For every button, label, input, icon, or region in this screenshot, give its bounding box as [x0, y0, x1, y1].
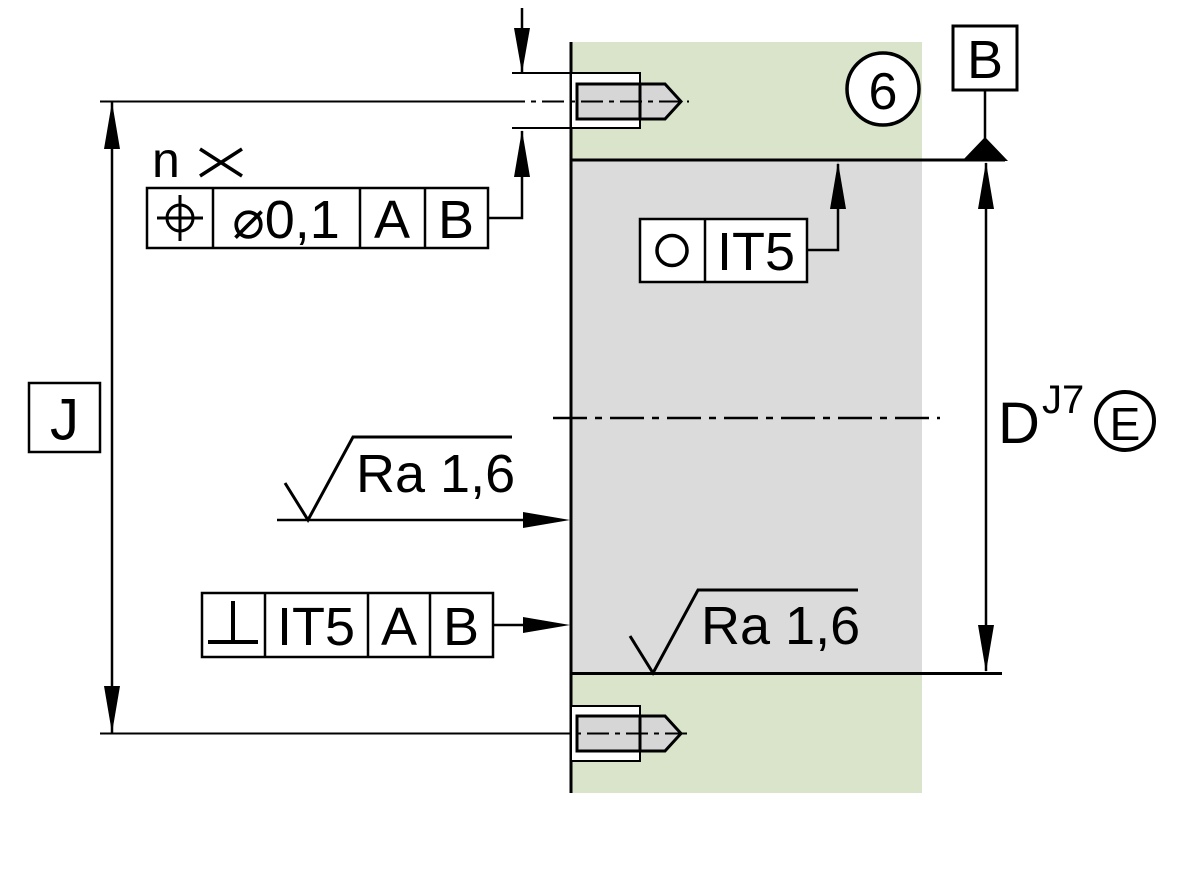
arrowhead-up	[978, 162, 994, 209]
arrowhead-right	[523, 617, 570, 633]
surface-finish-bore-bottom: Ra 1,6	[628, 588, 860, 676]
multiply-icon	[199, 147, 243, 178]
frame-outline	[638, 217, 809, 284]
dimension-screw-hole	[488, 8, 575, 220]
frame-outline	[200, 591, 495, 659]
roughness-icon	[628, 588, 858, 676]
callout-number: 6	[869, 63, 898, 121]
arrowhead-down	[104, 686, 120, 733]
surface-finish-bore-side: Ra 1,6	[277, 435, 570, 528]
feature-frame-circularity: IT5	[638, 162, 846, 284]
envelope-requirement-icon: E	[1094, 390, 1156, 452]
bore-fit-superscript: J7	[1042, 378, 1084, 422]
position-tolerance-icon	[157, 195, 203, 241]
reference-callout: 6	[845, 51, 921, 127]
datum-feature-b: B	[951, 24, 1019, 161]
feature-frame-position: n ⌀0,1 A B	[145, 132, 490, 250]
datum-triangle-icon	[962, 137, 1008, 161]
roughness-icon	[283, 435, 512, 523]
set-screw-top	[503, 72, 689, 129]
circularity-icon	[655, 233, 689, 268]
arrowhead-up	[104, 102, 120, 149]
dimension-bore-diameter: D J7 E	[978, 162, 1156, 672]
perpendicularity-icon	[208, 601, 258, 644]
envelope-letter: E	[1110, 398, 1141, 450]
arrowhead-up	[830, 162, 846, 209]
perpendicularity-tolerance-value: IT5	[277, 597, 355, 657]
position-tolerance-value: ⌀0,1	[232, 190, 340, 250]
set-screw-bottom	[548, 705, 689, 762]
arrowhead-down	[514, 28, 530, 73]
dimension-j: J	[27, 100, 548, 735]
bore-diameter-letter: D	[998, 391, 1040, 456]
datum-label-box	[951, 24, 1019, 92]
frame-outline	[145, 186, 490, 250]
circularity-tolerance-value: IT5	[717, 222, 795, 282]
feature-frame-perpendicularity: IT5 A B	[200, 591, 570, 659]
arrowhead-right	[523, 512, 570, 528]
position-datum-a: A	[374, 190, 410, 250]
dimension-label-j: J	[50, 388, 79, 453]
perpendicularity-datum-a: A	[381, 597, 417, 657]
arrowhead-up	[514, 130, 530, 177]
hole-count-label: n	[152, 132, 180, 188]
dimension-label-box-j	[27, 381, 102, 454]
perpendicularity-datum-b: B	[443, 597, 479, 657]
position-datum-b: B	[438, 190, 474, 250]
roughness-value: Ra 1,6	[701, 596, 860, 656]
arrowhead-down	[978, 625, 994, 672]
callout-circle	[845, 51, 921, 127]
datum-letter: B	[967, 30, 1003, 90]
roughness-value: Ra 1,6	[356, 444, 515, 504]
